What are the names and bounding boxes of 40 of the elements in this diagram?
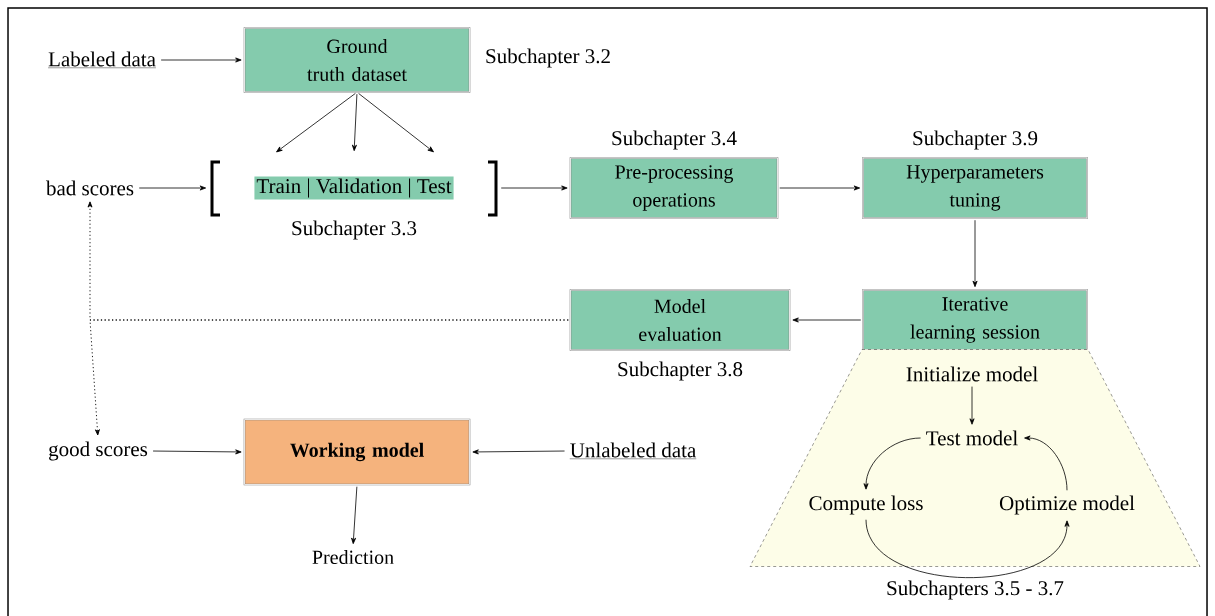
process-box: Hyperparameters tuning — [862, 157, 1088, 219]
data-source-label: Labeled data — [47, 51, 157, 68]
step-label: Optimize model — [999, 495, 1135, 515]
arrow — [969, 386, 975, 425]
arrow — [358, 93, 434, 153]
step-label: Compute loss — [809, 495, 923, 515]
arrow — [779, 185, 861, 191]
arrow — [160, 57, 242, 63]
arrow — [276, 93, 356, 153]
subchapter-note: Subchapter 3.3 — [292, 220, 417, 240]
arrow — [972, 219, 978, 288]
subchapter-note: Subchapter 3.9 — [913, 130, 1038, 150]
step-label: good scores — [49, 441, 148, 461]
step-label: Initialize model — [906, 366, 1038, 382]
arrow — [792, 317, 862, 323]
arrow — [89, 319, 569, 436]
step-label: Test model — [926, 430, 1018, 446]
subchapter-note: Subchapter 3.8 — [618, 361, 743, 381]
process-box: Ground truth dataset — [243, 27, 471, 93]
data-source-label: Unlabeled data — [569, 442, 697, 459]
arrow — [863, 437, 921, 490]
arrow — [1024, 435, 1068, 491]
subchapter-note: Subchapter 3.4 — [612, 130, 737, 150]
arrow — [865, 519, 1070, 579]
output-label: Prediction — [312, 549, 394, 565]
loop-region — [749, 349, 1201, 567]
arrow — [472, 449, 565, 455]
arrow — [351, 93, 358, 152]
arrow — [138, 185, 207, 191]
subchapter-note: Subchapters 3.5 - 3.7 — [887, 580, 1064, 600]
result-box: Working model — [243, 418, 471, 486]
process-box: Pre-processing operations — [569, 157, 779, 219]
arrow — [351, 486, 358, 545]
subchapter-note: Subchapter 3.2 — [486, 48, 610, 68]
arrow — [152, 449, 242, 455]
step-label: bad scores — [46, 180, 134, 196]
split-sets-label: Train | Validation | Test — [210, 160, 498, 217]
arrow — [500, 185, 568, 191]
process-box: Model evaluation — [569, 289, 791, 351]
process-box: Iterative learning session — [862, 289, 1088, 351]
